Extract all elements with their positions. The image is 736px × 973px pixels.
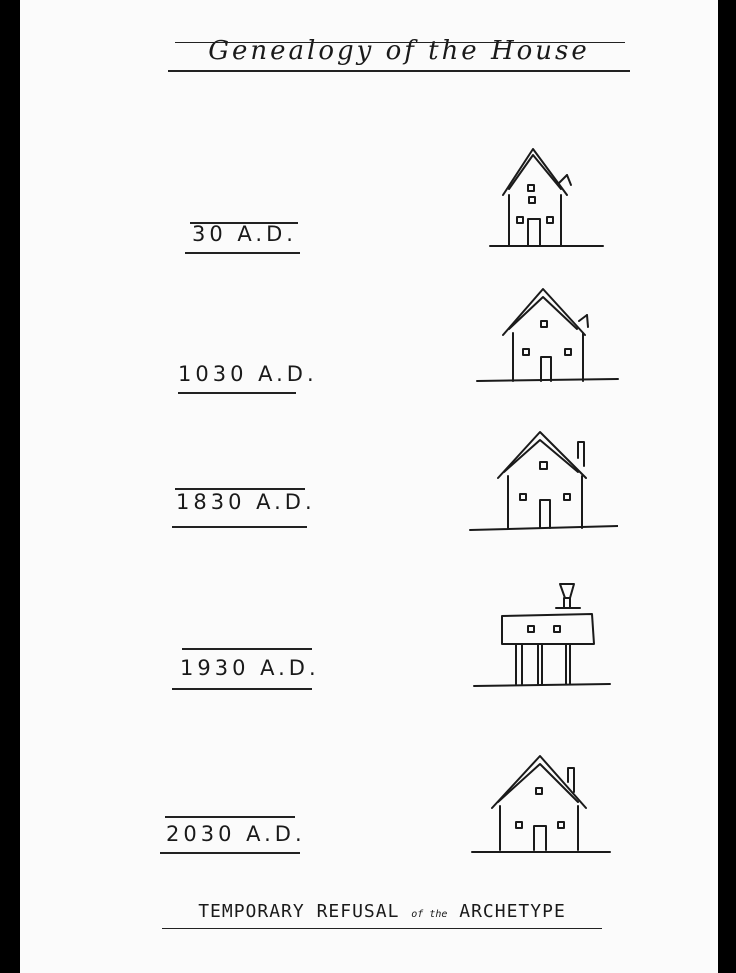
date-label: 1030 A.D.: [178, 362, 318, 386]
date-underline: [160, 852, 300, 854]
date-underline: [178, 392, 296, 394]
caption-underline: [162, 928, 602, 929]
date-underline: [185, 252, 300, 254]
drawing-title: Genealogy of the House: [168, 36, 630, 66]
date-label: 2030 A.D.: [166, 822, 306, 846]
gabled-house-chimney-icon: [468, 428, 618, 538]
gabled-house-chimney-icon: [470, 750, 615, 860]
modernist-stilt-house-icon: [470, 580, 615, 695]
title-underline: [168, 70, 630, 72]
date-overline: [165, 816, 295, 818]
gabled-house-icon: [475, 285, 620, 390]
date-underline: [172, 688, 312, 690]
date-overline: [182, 648, 312, 650]
caption-text-2: of the: [411, 909, 447, 920]
drawing-caption: TEMPORARY REFUSAL of the ARCHETYPE: [162, 901, 602, 922]
date-label: 1930 A.D.: [180, 656, 320, 680]
caption-text-3: ARCHETYPE: [459, 901, 566, 922]
caption-text-1: TEMPORARY REFUSAL: [198, 901, 399, 922]
title-overline: [175, 42, 625, 43]
date-label: 1830 A.D.: [176, 490, 316, 514]
date-underline: [172, 526, 307, 528]
date-label: 30 A.D.: [192, 222, 297, 246]
gabled-house-icon: [485, 145, 605, 255]
